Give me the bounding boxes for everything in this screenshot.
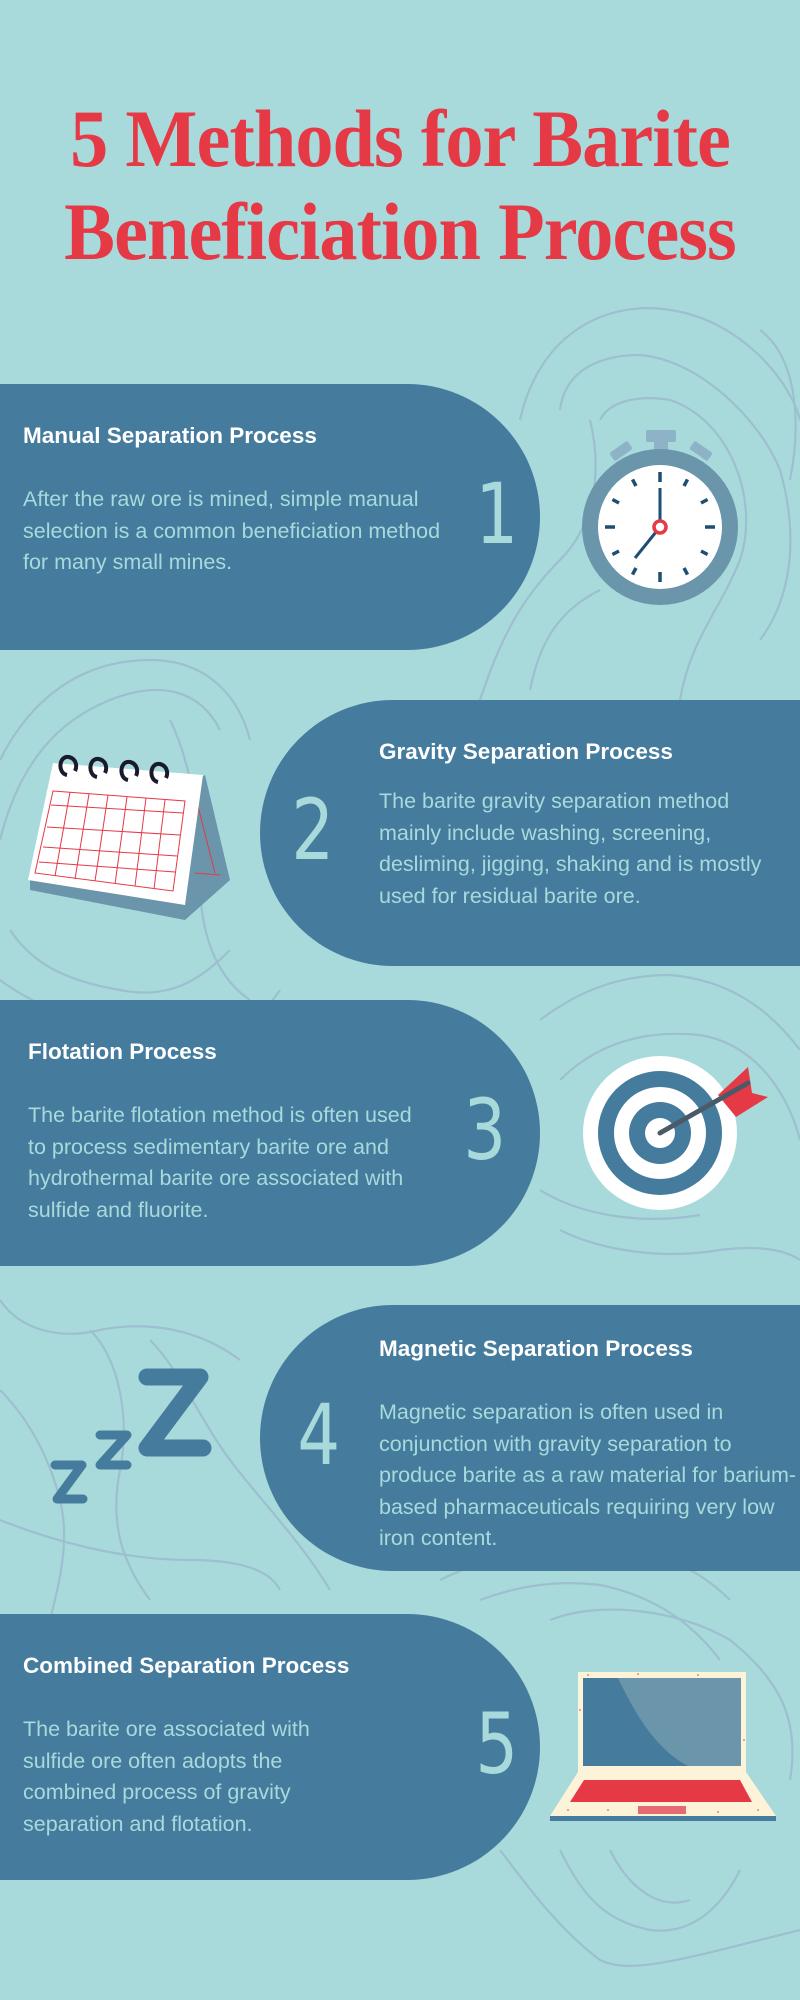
method-card-5: Combined Separation Process The barite o…	[0, 1614, 540, 1880]
method-heading: Magnetic Separation Process	[379, 1336, 693, 1361]
method-number: 3	[463, 1081, 507, 1179]
method-heading: Flotation Process	[28, 1039, 217, 1064]
stopwatch-icon	[582, 430, 738, 605]
calendar-icon	[28, 754, 230, 920]
method-description: Magnetic separation is often used in con…	[379, 1400, 797, 1550]
target-arrow-icon	[583, 1056, 768, 1210]
page-title: 5 Methods for Barite Beneficiation Proce…	[0, 92, 800, 278]
method-heading: Manual Separation Process	[23, 423, 317, 448]
method-number: 4	[297, 1386, 341, 1484]
method-number: 5	[475, 1695, 519, 1793]
title-line-2: Beneficiation Process	[64, 186, 737, 277]
method-card-3: Flotation Process The barite flotation m…	[0, 1000, 540, 1266]
zzz-sleep-icon	[50, 1368, 212, 1504]
method-description: The barite gravity separation method mai…	[379, 789, 762, 908]
method-heading: Combined Separation Process	[23, 1653, 350, 1678]
title-line-1: 5 Methods for Barite	[70, 93, 731, 184]
method-description: After the raw ore is mined, simple manua…	[23, 487, 441, 574]
method-heading: Gravity Separation Process	[379, 739, 673, 764]
method-description: The barite flotation method is often use…	[28, 1103, 412, 1222]
method-description: The barite ore associated with sulfide o…	[23, 1717, 310, 1836]
method-number: 2	[291, 781, 335, 879]
method-card-2: Gravity Separation Process The barite gr…	[260, 700, 800, 966]
method-number: 1	[475, 465, 519, 563]
method-card-4: Magnetic Separation Process Magnetic sep…	[260, 1305, 800, 1571]
method-card-1: Manual Separation Process After the raw …	[0, 384, 540, 650]
laptop-icon	[550, 1672, 776, 1821]
